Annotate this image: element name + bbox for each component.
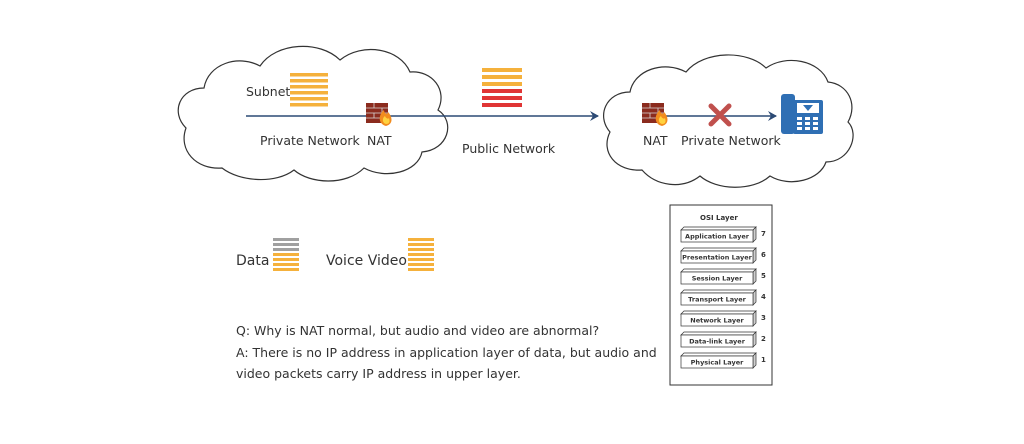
osi-layer-face (680, 229, 754, 243)
osi-layer-label: Network Layer (690, 317, 744, 325)
osi-layer-item: Data-link Layer 2 (680, 331, 766, 348)
osi-layer-number: 5 (761, 272, 766, 280)
blocked-x-icon (708, 103, 732, 127)
osi-layer-label: Transport Layer (688, 296, 746, 304)
osi-layer-number: 7 (761, 230, 766, 238)
osi-layer-top (680, 289, 757, 294)
nat-left-label: NAT (367, 133, 392, 148)
left-cloud (177, 45, 449, 182)
nat-right-label: NAT (643, 133, 668, 148)
osi-title: OSI Layer (700, 214, 738, 222)
firewall-icon (642, 103, 668, 126)
osi-layer-item: Session Layer 5 (680, 268, 766, 285)
ip-phone-icon (781, 94, 823, 134)
osi-layer-item: Network Layer 3 (680, 310, 766, 327)
answer-text-line1: A: There is no IP address in application… (236, 345, 657, 360)
osi-layer-top (680, 226, 757, 231)
subnet-label: Subnet (246, 84, 290, 99)
osi-layer-face (680, 334, 754, 348)
osi-layer-face (680, 313, 754, 327)
private-network-left-label: Private Network (260, 133, 361, 148)
subnet-packet (290, 73, 328, 107)
public-network-label: Public Network (462, 141, 556, 156)
osi-layer-label: Session Layer (692, 275, 743, 283)
osi-layer-face (680, 271, 754, 285)
osi-layer-side (752, 352, 757, 369)
osi-layer-number: 2 (761, 335, 766, 343)
osi-layer-number: 1 (761, 356, 766, 364)
osi-layer-item: Application Layer 7 (680, 226, 766, 243)
public-packet (482, 68, 522, 107)
osi-layer-top (680, 247, 757, 252)
osi-layer-top (680, 352, 757, 357)
answer-text-line2: video packets carry IP address in upper … (236, 366, 521, 381)
osi-layer-number: 6 (761, 251, 766, 259)
osi-layer-item: Physical Layer 1 (680, 352, 766, 369)
osi-layer-side (752, 310, 757, 327)
osi-layer-item: Transport Layer 4 (680, 289, 766, 306)
osi-layer-face (680, 250, 754, 264)
osi-layer-top (680, 331, 757, 336)
firewall-icon (366, 103, 392, 126)
legend-voice-video-packet (408, 238, 434, 271)
osi-layer-number: 3 (761, 314, 766, 322)
osi-layer-item: Presentation Layer 6 (680, 247, 766, 264)
osi-layer-label: Application Layer (685, 233, 750, 241)
question-text: Q: Why is NAT normal, but audio and vide… (236, 323, 599, 338)
osi-layer-number: 4 (761, 293, 766, 301)
osi-layer-top (680, 268, 757, 273)
osi-layer-side (752, 289, 757, 306)
legend-data-label: Data (236, 253, 269, 269)
osi-layer-side (752, 226, 757, 243)
legend-voice-video-label: Voice Video (326, 253, 407, 269)
osi-layer-label: Physical Layer (691, 359, 744, 367)
private-network-right-label: Private Network (681, 133, 782, 148)
osi-layer-label: Presentation Layer (682, 254, 752, 262)
osi-layer-face (680, 292, 754, 306)
osi-layer-face (680, 355, 754, 369)
osi-layer-label: Data-link Layer (689, 338, 746, 346)
osi-layer-side (752, 247, 757, 264)
osi-layer-side (752, 331, 757, 348)
osi-layer-side (752, 268, 757, 285)
osi-layer-top (680, 310, 757, 315)
legend-data-packet (273, 238, 299, 271)
